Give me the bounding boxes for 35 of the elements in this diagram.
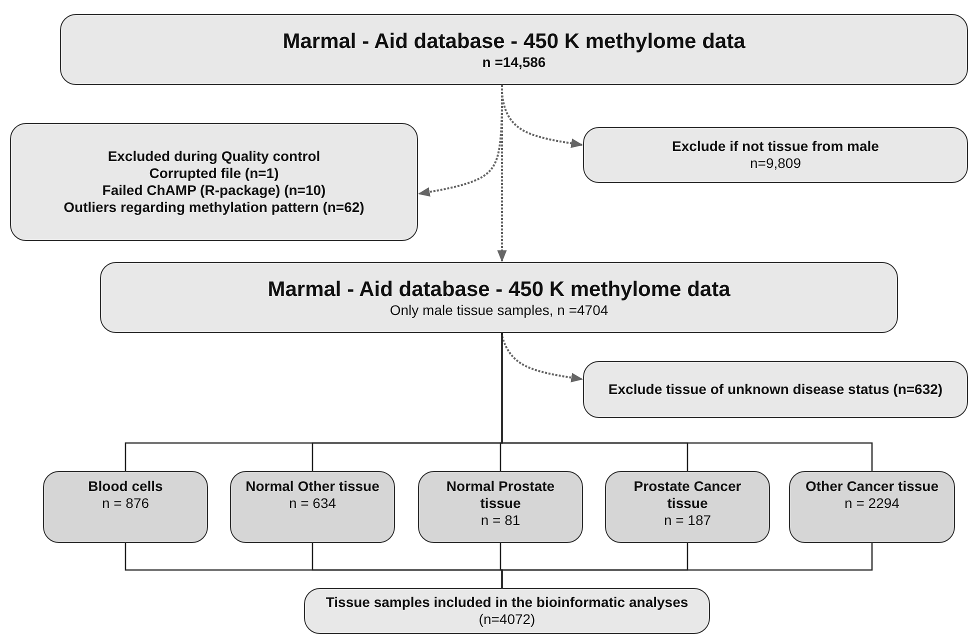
- arrow: [497, 85, 507, 262]
- category-box: [605, 471, 770, 543]
- exclusion-item: Outliers regarding methylation pattern (n=62): [64, 198, 364, 216]
- process-box: [583, 127, 968, 183]
- category-box: [789, 471, 955, 543]
- category-box: [43, 471, 208, 543]
- sample-count: n=9,809: [750, 155, 801, 172]
- category-name: Other Cancer tissue: [805, 478, 939, 495]
- exclusion-item: Corrupted file (n=1): [149, 165, 279, 182]
- sample-count: n = 2294: [844, 494, 900, 512]
- process-box: [304, 588, 710, 634]
- process-box: [100, 262, 898, 333]
- process-box: [60, 14, 968, 85]
- box-title: Exclude tissue of unknown disease status (n=632): [608, 381, 943, 398]
- box-subtitle: Only male tissue samples, n =4704: [390, 302, 608, 318]
- process-box: [583, 361, 968, 418]
- category-box: [418, 471, 583, 543]
- category-name: Blood cells: [88, 478, 163, 495]
- box-title: Marmal - Aid database - 450 K methylome data: [268, 276, 730, 302]
- category-name: Normal Other tissue: [246, 478, 380, 495]
- connector-line: [501, 333, 873, 471]
- sample-count: n = 634: [288, 494, 336, 512]
- sample-count: n = 876: [102, 494, 150, 512]
- process-box: [10, 123, 418, 241]
- category-box: [230, 471, 395, 543]
- box-text: Tissue samples included in the bioinformatic analyses (n=4072): [324, 594, 690, 628]
- sample-count: n = 81: [480, 512, 520, 528]
- sample-count: n = 187: [664, 512, 712, 528]
- box-title: Excluded during Quality control: [108, 148, 320, 166]
- box-title: Marmal - Aid database - 450 K methylome data: [282, 28, 746, 54]
- box-title: Exclude if not tissue from male: [672, 138, 879, 155]
- arrow: [501, 333, 584, 382]
- exclusion-item: Failed ChAMP (R-package) (n=10): [102, 182, 326, 199]
- connector-line: [501, 543, 873, 588]
- sample-count: n =14,586: [482, 54, 546, 70]
